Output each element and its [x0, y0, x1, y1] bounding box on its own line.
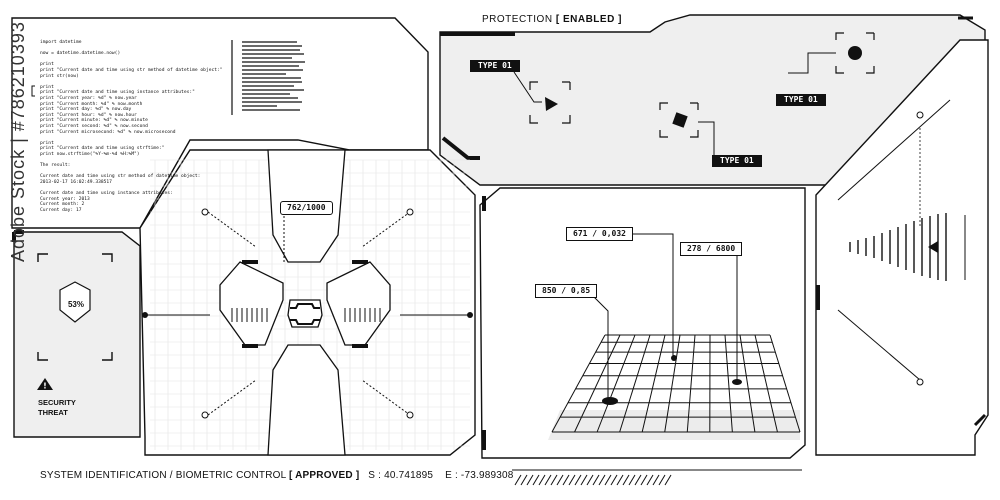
code-line: print "Current year: %d" % now.year [40, 95, 137, 101]
perspective-grid-line [551, 334, 606, 433]
footer-slash [628, 474, 636, 486]
footer-slash [652, 474, 660, 486]
perspective-grid-shadow [548, 410, 800, 440]
target-marker-triangle [513, 71, 571, 124]
code-line: print "Current second: %d" % now.second [40, 123, 148, 129]
code-line: print "Current date and time using strft… [40, 146, 165, 152]
target-marker-circle [788, 32, 875, 74]
footer-slash [562, 474, 570, 486]
perspective-grid-line [769, 334, 801, 433]
code-listing: import datetime now = datetime.datetime.… [40, 40, 223, 213]
code-line: now = datetime.datetime.now() [40, 51, 121, 57]
grid-label-2: 278 / 6800 [680, 242, 743, 256]
watermark-text: Adobe Stock | #786210393 [8, 21, 28, 262]
code-line: print "Current minute: %d" % now.minute [40, 118, 148, 124]
perspective-grid-line [739, 334, 756, 433]
protection-state: [ ENABLED ] [555, 14, 622, 25]
footer-slash [634, 474, 642, 486]
perspective-grid-line [574, 334, 621, 433]
code-line: print "Current day: %d" % now.day [40, 107, 132, 113]
code-line: print [40, 140, 54, 146]
footer-slash [526, 474, 534, 486]
footer-slash [664, 474, 672, 486]
perspective-grid-line [664, 334, 681, 433]
code-line: print "Current microsecond: %d" % now.mi… [40, 129, 176, 135]
type-tag-3: TYPE 01 [712, 155, 762, 167]
grid-label-3: 850 / 0,85 [535, 284, 598, 298]
footer-south-coordinate: S : 40.741895 [368, 470, 434, 481]
code-line: print "Current date and time using insta… [40, 90, 195, 96]
biometric-scanner-icon [219, 149, 391, 456]
footer-slash [610, 474, 618, 486]
code-line: print [40, 84, 54, 90]
code-line: The result: [40, 163, 71, 169]
footer-east-coordinate: E : -73.989308 [445, 470, 514, 481]
code-line: Current date and time using str method o… [40, 174, 201, 180]
type-tag-1: TYPE 01 [470, 60, 520, 72]
perspective-grid-line [596, 334, 636, 433]
protection-status: PROTECTION [ ENABLED ] [482, 14, 622, 25]
perspective-grid-line [619, 334, 651, 433]
perspective-grid-line [724, 334, 733, 433]
code-summary-lines [242, 41, 305, 111]
footer-approved: [ APPROVED ] [288, 470, 360, 481]
grid-label-1: 671 / 0,032 [566, 227, 633, 241]
footer-system-label: SYSTEM IDENTIFICATION / BIOMETRIC CONTRO… [40, 470, 286, 481]
target-marker-square [659, 102, 715, 157]
footer-slash [556, 474, 564, 486]
footer-slash [622, 474, 630, 486]
svg-text:!: ! [43, 382, 47, 391]
footer-slash [646, 474, 654, 486]
security-threat-line1: SECURITY [38, 398, 76, 407]
footer-slash [616, 474, 624, 486]
perspective-grid-line [754, 334, 778, 433]
footer-slash [640, 474, 648, 486]
code-line: print "Current date and time using str m… [40, 67, 223, 73]
code-line: print "Current hour: %d" % now.hour [40, 112, 137, 118]
shield-icon [37, 253, 113, 361]
footer-slash [604, 474, 612, 486]
shield-panel-frame [13, 231, 141, 438]
code-line: import datetime [40, 40, 82, 45]
code-line: Current date and time using instance att… [40, 191, 173, 197]
footer-slash [550, 474, 558, 486]
footer-slash [568, 474, 576, 486]
security-threat: SECURITY THREAT [38, 398, 76, 418]
warning-icon [37, 378, 53, 390]
footer-slash [598, 474, 606, 486]
footer-stripe-pattern [514, 474, 672, 486]
code-line: print "Current month: %d" % now.month [40, 101, 143, 107]
security-threat-line2: THREAT [38, 408, 68, 417]
footer-slash [574, 474, 582, 486]
code-panel-frame [11, 17, 429, 229]
code-line: Current month: 2 [40, 202, 85, 208]
footer-slash [538, 474, 546, 486]
right-signal-pointer-icon [928, 241, 938, 253]
perspective-grid-line [686, 334, 696, 433]
footer-slash [658, 474, 666, 486]
footer-slash [520, 474, 528, 486]
shield-percent: 53% [67, 300, 84, 309]
footer-slash [592, 474, 600, 486]
right-panel-frame [815, 39, 989, 456]
footer-slash [544, 474, 552, 486]
protection-label: PROTECTION [482, 14, 553, 25]
code-line: Current day: 17 [40, 207, 82, 213]
code-line: print str(now) [40, 73, 79, 79]
footer-status: SYSTEM IDENTIFICATION / BIOMETRIC CONTRO… [40, 470, 514, 481]
code-line: Current year: 2013 [40, 196, 90, 202]
footer-slash [580, 474, 588, 486]
target-panel-frame [439, 14, 986, 186]
code-line: 2013-02-17 16:02:49.338517 [40, 179, 112, 185]
code-line: print now.strftime("%Y-%m-%d %H:%M") [40, 151, 140, 157]
type-tag-2: TYPE 01 [776, 94, 826, 106]
code-line: print [40, 62, 54, 68]
scanner-ticks [231, 308, 381, 322]
footer-slash [514, 474, 522, 486]
center-counter: 762/1000 [280, 201, 333, 215]
perspective-grid-line [641, 334, 666, 433]
footer-slash [586, 474, 594, 486]
footer-slash [532, 474, 540, 486]
